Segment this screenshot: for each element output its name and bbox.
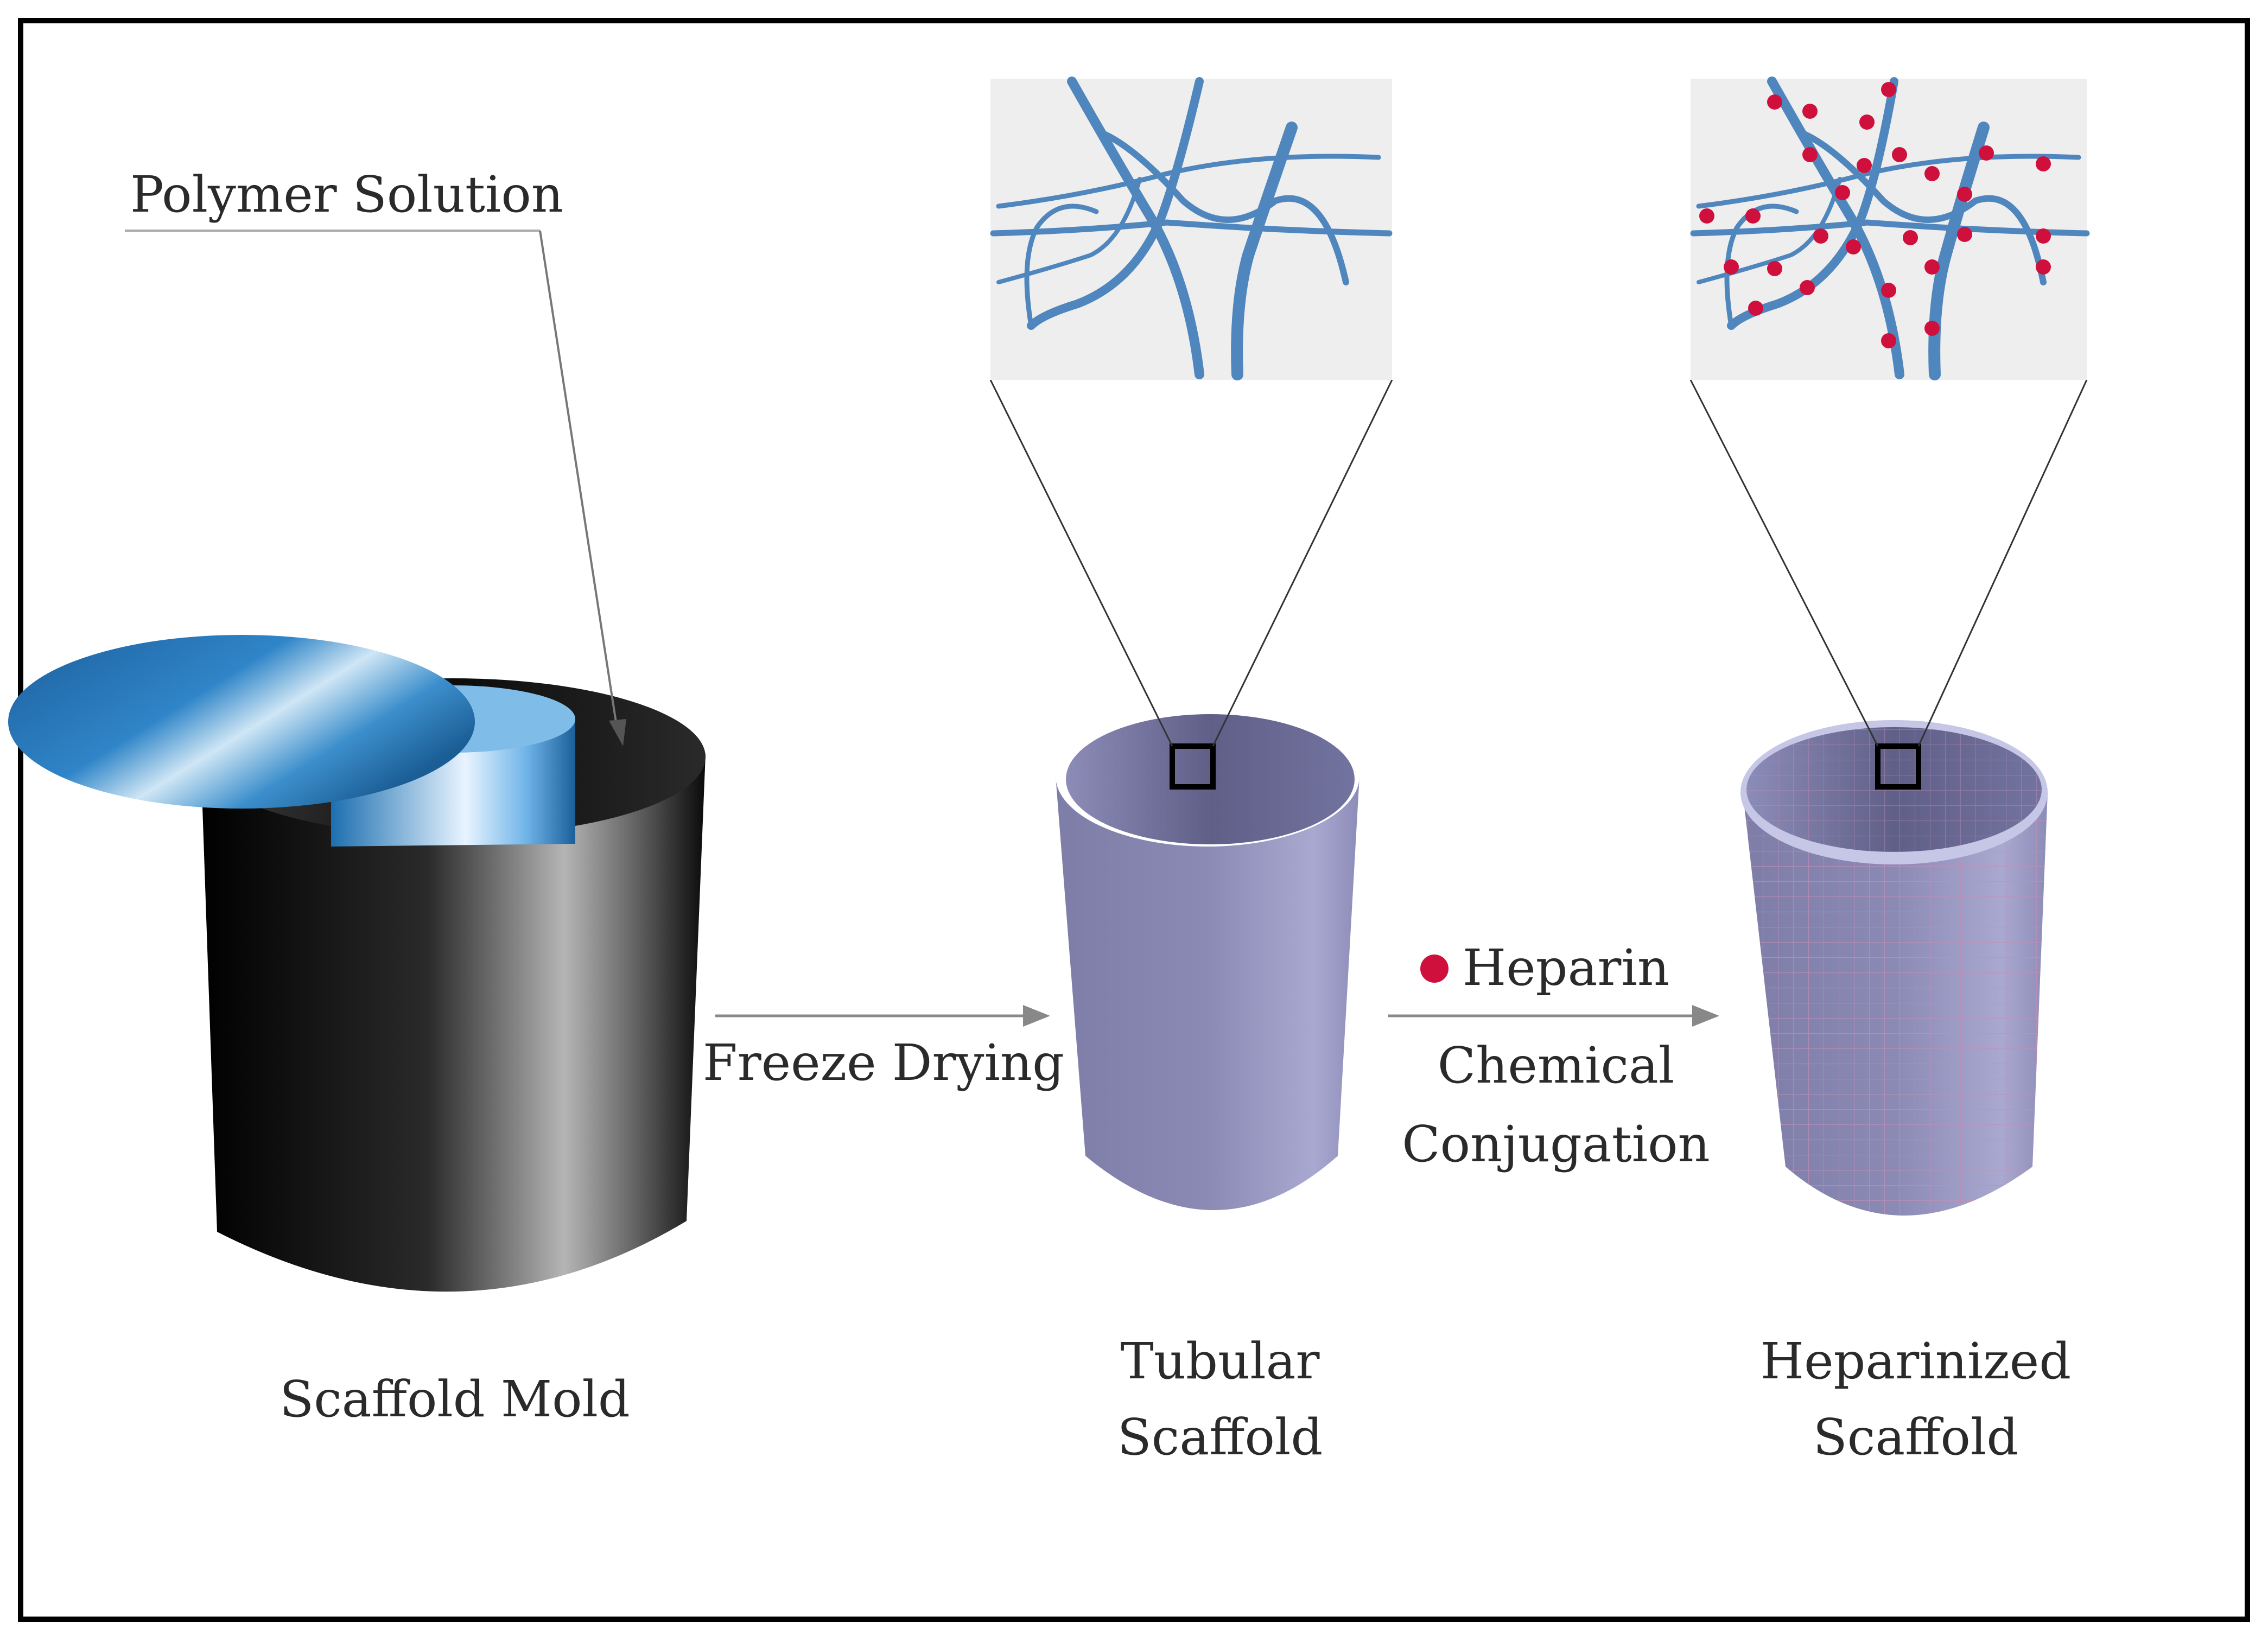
polymer-solution-label: Polymer Solution — [130, 166, 563, 224]
heparinized-scaffold — [1740, 720, 2048, 1216]
tubular-zoom-marker — [1170, 743, 1216, 790]
freeze-drying-arrow — [715, 1005, 1050, 1027]
tubular-zoom-line-right — [1212, 379, 1393, 747]
scaffold-mold — [8, 635, 706, 1292]
freeze-drying-label: Freeze Drying — [703, 1034, 1064, 1092]
heparinized-scaffold-label-line2: Scaffold — [1813, 1408, 2018, 1466]
heparin-dots — [1699, 82, 2051, 348]
tubular-scaffold — [1056, 705, 1359, 1210]
mold-body — [201, 754, 706, 1292]
heparinized-zoom-line-right — [1917, 379, 2088, 747]
tubular-zoom-line-left — [989, 379, 1173, 747]
heparin-label: Heparin — [1463, 939, 1669, 997]
chemical-conjugation-arrow — [1388, 1005, 1719, 1027]
tubular-scaffold-label-line2: Scaffold — [1117, 1408, 1323, 1466]
chemical-conjugation-label-line1: Chemical — [1438, 1036, 1675, 1095]
tubular-scaffold-body — [1056, 776, 1359, 1210]
fiber-network — [990, 77, 1393, 380]
heparin-dot-legend — [1420, 955, 1449, 983]
heparinized-scaffold-label-line1: Heparinized — [1761, 1332, 2071, 1390]
mold-lid-disc — [8, 635, 475, 809]
fiber-inset-tubular — [990, 77, 1393, 380]
heparinized-zoom-marker — [1875, 743, 1921, 790]
scaffold-mold-label: Scaffold Mold — [279, 1370, 630, 1428]
heparinized-zoom-line-left — [1689, 379, 1879, 747]
polymer-pointer-line — [539, 230, 619, 733]
tubular-scaffold-label-line1: Tubular — [1120, 1332, 1319, 1390]
chemical-conjugation-label-line2: Conjugation — [1402, 1115, 1710, 1173]
fiber-inset-heparinized — [1690, 77, 2090, 380]
polymer-pointer-arrowhead — [609, 719, 626, 746]
